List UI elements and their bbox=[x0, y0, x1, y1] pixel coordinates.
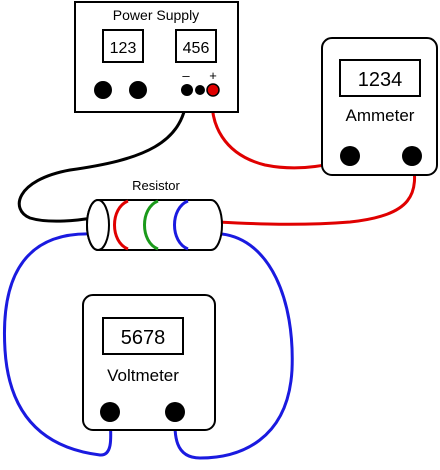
ammeter-label: Ammeter bbox=[346, 106, 415, 125]
ammeter: 1234 Ammeter bbox=[321, 37, 438, 176]
voltmeter: 5678 Voltmeter bbox=[82, 294, 216, 431]
voltmeter-reading: 5678 bbox=[121, 327, 166, 349]
voltmeter-label: Voltmeter bbox=[107, 366, 179, 385]
resistor-band bbox=[143, 199, 159, 251]
power-supply-title: Power Supply bbox=[113, 7, 199, 23]
ammeter-display bbox=[339, 59, 421, 97]
resistor-band bbox=[173, 199, 189, 251]
power-supply-knob-left[interactable] bbox=[94, 81, 112, 99]
red-wire-ammeter-to-resistor bbox=[216, 154, 416, 226]
plus-terminal[interactable] bbox=[206, 83, 220, 97]
ammeter-terminal-left[interactable] bbox=[340, 146, 360, 166]
power-supply-display-left bbox=[102, 29, 144, 63]
resistor-label: Resistor bbox=[132, 178, 180, 193]
minus-terminal[interactable] bbox=[181, 84, 193, 96]
power-supply-display-right bbox=[175, 29, 217, 63]
black-wire bbox=[17, 88, 189, 223]
resistor: Resistor bbox=[86, 178, 223, 251]
minus-terminal-label: – bbox=[182, 68, 190, 83]
ammeter-reading: 1234 bbox=[358, 69, 403, 91]
ground-terminal[interactable] bbox=[195, 85, 205, 95]
power-supply-display-right-value: 456 bbox=[183, 40, 210, 57]
blue-wire-right bbox=[173, 232, 294, 460]
voltmeter-terminal-right[interactable] bbox=[165, 402, 185, 422]
voltmeter-display bbox=[102, 317, 184, 355]
power-supply-knob-right[interactable] bbox=[129, 81, 147, 99]
resistor-end-cap bbox=[86, 199, 110, 251]
plus-terminal-label: + bbox=[209, 68, 217, 83]
power-supply-display-left-value: 123 bbox=[110, 40, 137, 57]
voltmeter-terminal-left[interactable] bbox=[100, 402, 120, 422]
resistor-band bbox=[113, 199, 129, 251]
ammeter-terminal-right[interactable] bbox=[402, 146, 422, 166]
blue-wire-left bbox=[2, 232, 113, 457]
power-supply: Power Supply 123 456 – + bbox=[74, 1, 239, 113]
